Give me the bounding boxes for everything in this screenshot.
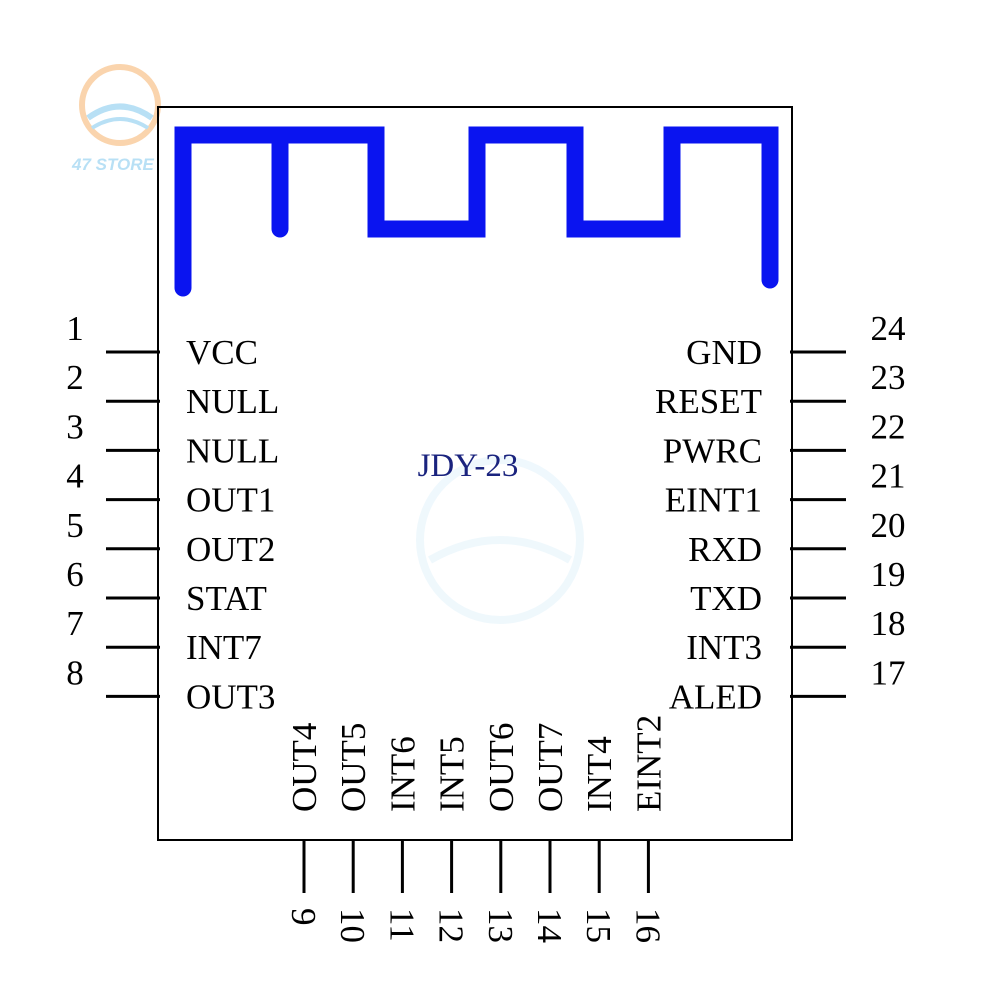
- pin-label: VCC: [186, 333, 258, 372]
- watermark-logo: 47 STORE: [71, 64, 161, 174]
- pin-number: 2: [66, 358, 84, 397]
- pin-label: INT6: [383, 736, 422, 812]
- pin-number: 15: [579, 908, 618, 943]
- pin-number: 18: [871, 604, 906, 643]
- pin-number: 10: [333, 908, 372, 943]
- pin-number: 19: [871, 555, 906, 594]
- module-outline: [157, 106, 793, 841]
- store-logo-icon: [79, 64, 161, 146]
- pin-label: RESET: [655, 382, 762, 421]
- pin-label: OUT6: [482, 723, 521, 812]
- pin-label: PWRC: [663, 431, 762, 470]
- pin-number: 7: [66, 604, 84, 643]
- pin-label: EINT2: [629, 715, 668, 812]
- pin-number: 1: [66, 309, 84, 348]
- pin-number: 3: [66, 407, 84, 446]
- antenna-trace: [174, 126, 779, 297]
- pin-label: OUT4: [285, 723, 324, 812]
- pin-number: 22: [871, 407, 906, 446]
- pin-label: TXD: [690, 579, 762, 618]
- pin-number: 24: [871, 309, 906, 348]
- pin-number: 9: [284, 908, 323, 926]
- pin-number: 17: [871, 653, 906, 692]
- pin-label: NULL: [186, 382, 279, 421]
- pin-label: STAT: [186, 579, 267, 618]
- bottom-pin-group: 9 OUT4 10 OUT5 11 INT6 12 INT5 13 OUT6 14 OUT7 15 INT…: [284, 715, 668, 943]
- pin-label: OUT3: [186, 677, 275, 716]
- pin-number: 11: [382, 908, 421, 942]
- pin-number: 6: [66, 555, 84, 594]
- pin-label: GND: [686, 333, 762, 372]
- pin-label: INT3: [686, 628, 762, 667]
- pin-label: OUT1: [186, 481, 275, 520]
- pin-label: INT4: [580, 736, 619, 812]
- pin-number: 5: [66, 506, 84, 545]
- pin-label: INT5: [433, 736, 472, 812]
- pin-number: 14: [530, 908, 569, 943]
- pin-label: RXD: [688, 530, 762, 569]
- pin-label: EINT1: [665, 481, 762, 520]
- pin-label: OUT5: [334, 723, 373, 812]
- pin-number: 8: [66, 653, 84, 692]
- watermark-text: 47 STORE: [71, 155, 155, 174]
- pin-number: 21: [871, 457, 906, 496]
- center-watermark: [416, 456, 584, 624]
- pin-number: 12: [432, 908, 471, 943]
- pin-label: ALED: [669, 677, 762, 716]
- pin-number: 13: [481, 908, 520, 943]
- module-name: JDY-23: [418, 448, 519, 484]
- pin-number: 23: [871, 358, 906, 397]
- pin-label: OUT2: [186, 530, 275, 569]
- pin-number: 4: [66, 457, 84, 496]
- pin-label: NULL: [186, 431, 279, 470]
- pin-number: 16: [628, 908, 667, 943]
- pin-label: INT7: [186, 628, 262, 667]
- pin-number: 20: [871, 506, 906, 545]
- pin-label: OUT7: [531, 723, 570, 812]
